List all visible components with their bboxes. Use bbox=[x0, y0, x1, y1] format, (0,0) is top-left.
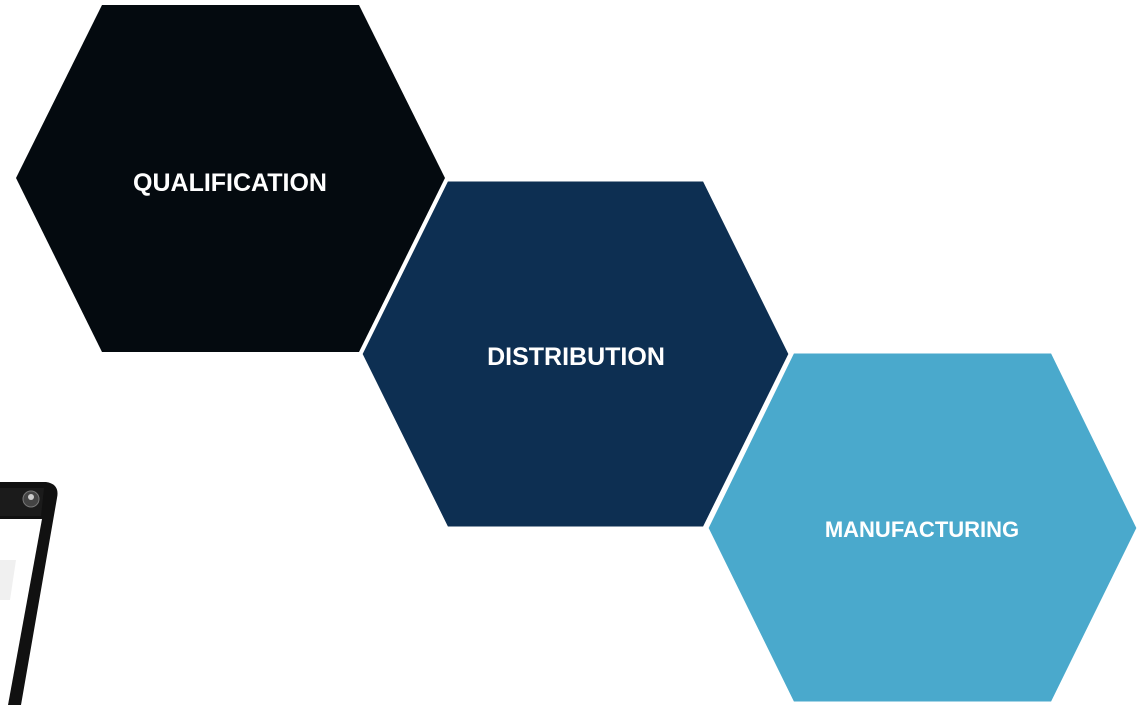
hexagon-distribution-label: DISTRIBUTION bbox=[487, 343, 665, 371]
tablet-avatar-head bbox=[28, 494, 34, 500]
hexagon-manufacturing-shape bbox=[705, 350, 1140, 705]
hexagon-manufacturing: MANUFACTURING bbox=[705, 350, 1140, 705]
hexagon-distribution-shape bbox=[359, 178, 792, 530]
hexagon-qualification-shape bbox=[16, 5, 445, 352]
tablet-device-image bbox=[0, 482, 58, 705]
hexagon-distribution: DISTRIBUTION bbox=[359, 178, 792, 530]
tablet-card bbox=[0, 560, 16, 600]
hexagon-qualification-label: QUALIFICATION bbox=[133, 169, 327, 197]
hexagon-manufacturing-label: MANUFACTURING bbox=[825, 517, 1019, 542]
hexagon-qualification: QUALIFICATION bbox=[16, 5, 445, 352]
